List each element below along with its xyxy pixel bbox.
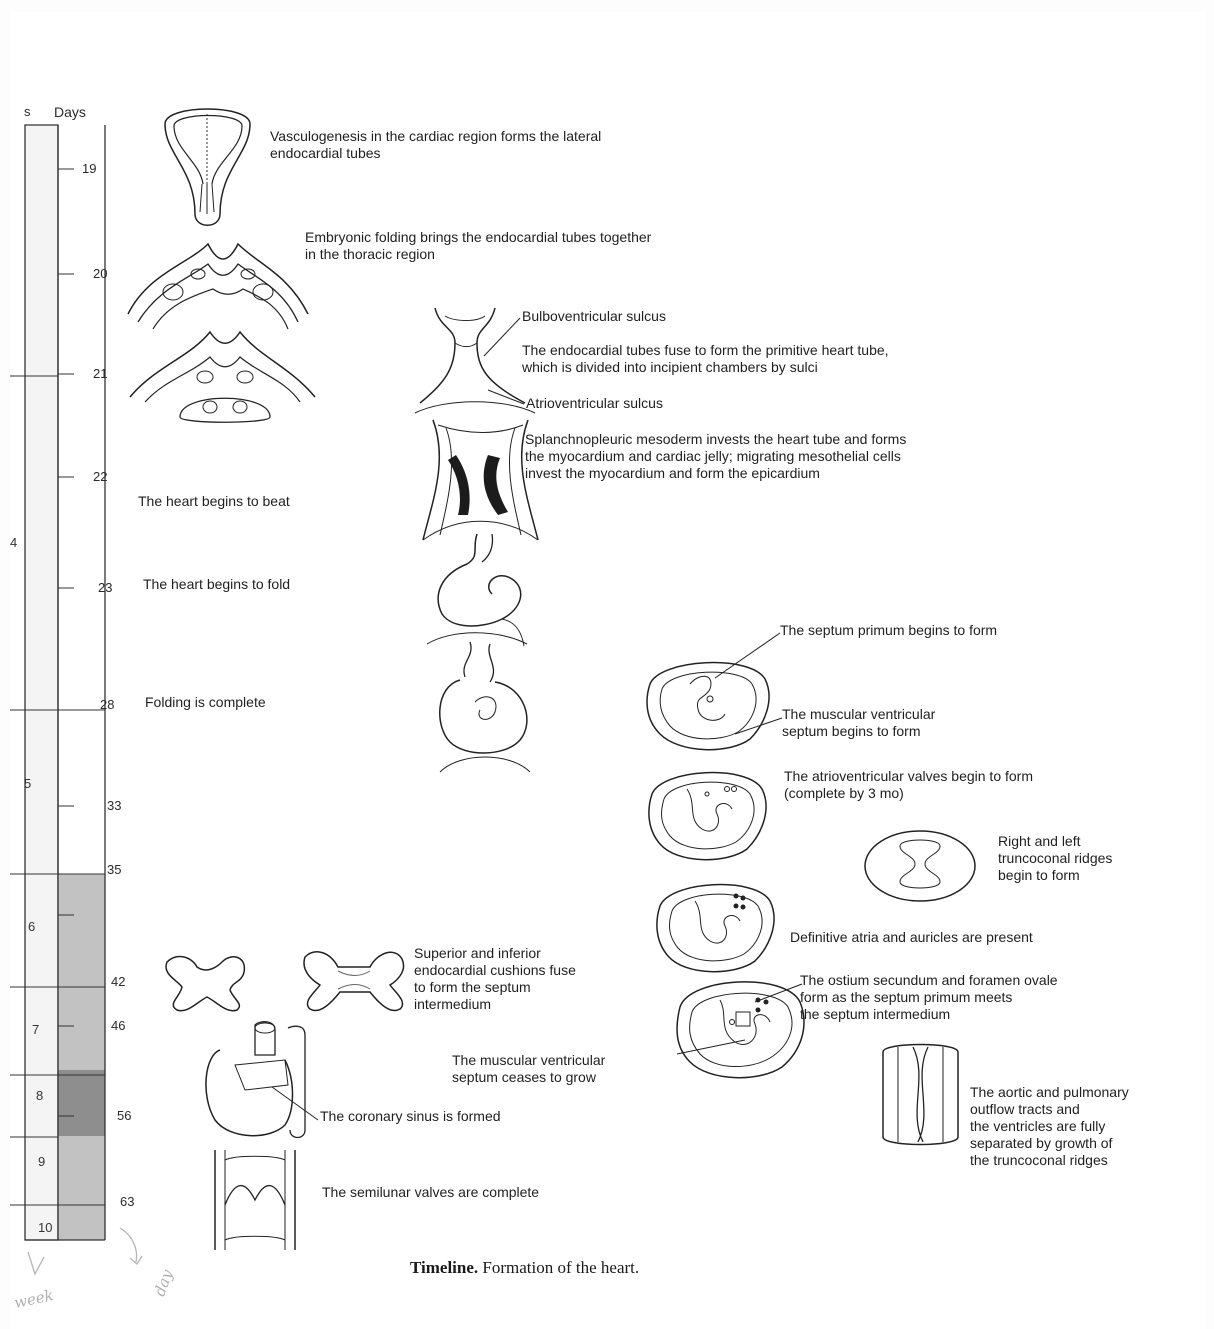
figure-caption: Timeline. Formation of the heart. [410, 1258, 639, 1278]
label-semilunar: The semilunar valves are complete [322, 1184, 539, 1201]
label-septum-ceases: The muscular ventricular septum ceases t… [452, 1052, 605, 1086]
label-truncoconal-ridges: Right and left truncoconal ridges begin … [998, 833, 1112, 884]
label-septum-primum: The septum primum begins to form [780, 622, 997, 639]
label-ostium-secundum: The ostium secundum and foramen ovale fo… [800, 972, 1058, 1023]
label-outflow-separated: The aortic and pulmonary outflow tracts … [970, 1084, 1129, 1169]
label-definitive-atria: Definitive atria and auricles are presen… [790, 929, 1033, 946]
figure-page: s Days 19 20 21 22 23 28 33 35 42 46 56 … [10, 12, 1206, 1329]
handwriting-arrows [10, 12, 210, 1329]
label-vasculogenesis: Vasculogenesis in the cardiac region for… [270, 128, 601, 162]
label-av-valves: The atrioventricular valves begin to for… [784, 768, 1033, 802]
caption-bold: Timeline. [410, 1258, 478, 1277]
label-coronary-sinus: The coronary sinus is formed [320, 1108, 501, 1125]
label-bulboventricular-sulcus: Bulboventricular sulcus [522, 308, 666, 325]
label-folding-brings: Embryonic folding brings the endocardial… [305, 229, 651, 263]
label-muscular-septum: The muscular ventricular septum begins t… [782, 706, 935, 740]
label-atrioventricular-sulcus: Atrioventricular sulcus [526, 395, 663, 412]
label-fuse-heart-tube: The endocardial tubes fuse to form the p… [522, 342, 889, 376]
caption-text: Formation of the heart. [478, 1258, 639, 1277]
label-splanchnopleuric: Splanchnopleuric mesoderm invests the he… [525, 431, 906, 482]
label-cushions-fuse: Superior and inferior endocardial cushio… [414, 945, 576, 1013]
